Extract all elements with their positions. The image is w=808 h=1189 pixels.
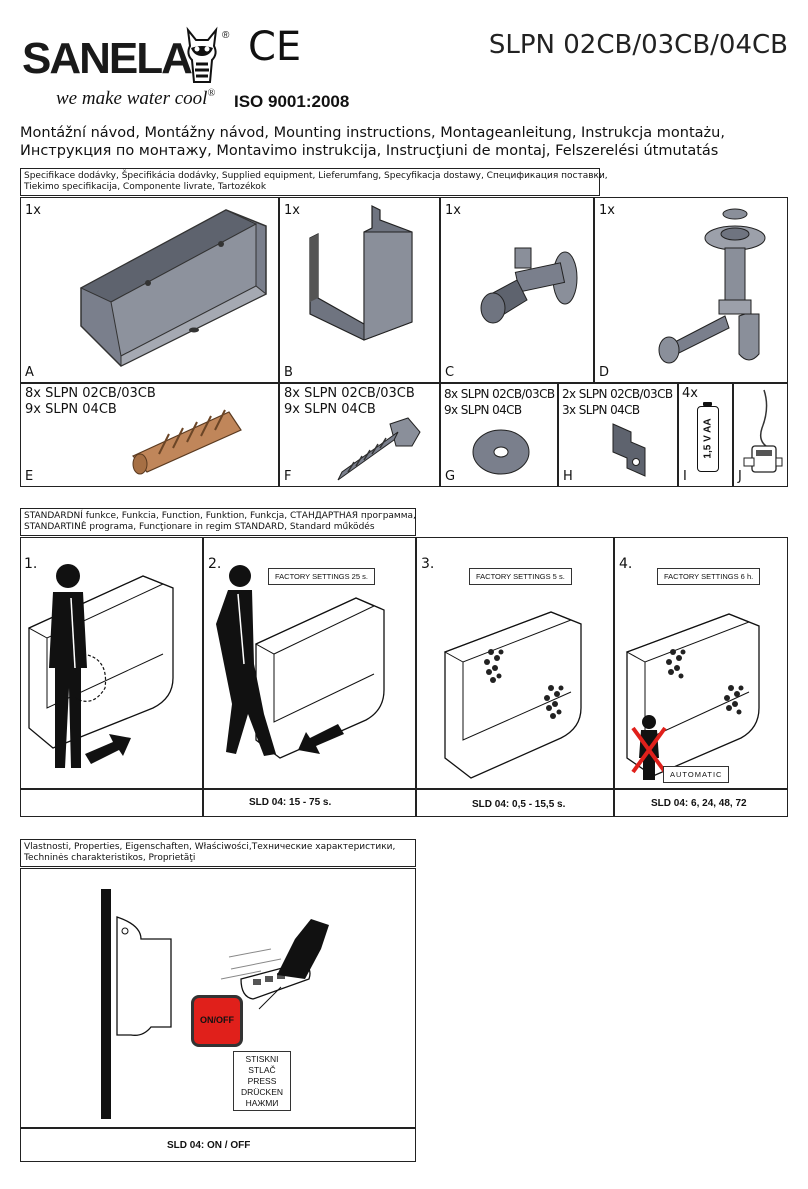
remote-control-illustration: [101, 889, 329, 1119]
ce-mark: CE: [248, 24, 302, 70]
item-g-cell: 8x SLPN 02CB/03CB 9x SLPN 04CB G: [440, 383, 558, 487]
step-2-sld-range: SLD 04: 15 - 75 s.: [249, 797, 332, 808]
standard-section-header: STANDARDNÍ funkce, Funkcia, Function, Fu…: [20, 508, 416, 536]
wall-plug-image: [132, 409, 242, 475]
sld-row-2: [203, 789, 416, 817]
factory-settings-label: FACTORY SETTINGS 5 s.: [469, 568, 572, 585]
item-h-cell: 2x SLPN 02CB/03CB 3x SLPN 04CB H: [558, 383, 678, 487]
brand-logo: SANELA ®: [22, 26, 237, 110]
step-3-sld-range: SLD 04: 0,5 - 15,5 s.: [472, 799, 566, 810]
flushing-urinal-illustration: [443, 611, 582, 779]
title-line-1: Montážní návod, Montážny návod, Mounting…: [20, 125, 725, 141]
urinal-user-illustration: [27, 564, 174, 768]
item-c-cell: 1x C: [440, 197, 594, 383]
onoff-button: ON/OFF: [191, 995, 243, 1047]
item-f-cell: 8x SLPN 02CB/03CB 9x SLPN 04CB F: [279, 383, 440, 487]
factory-settings-label: FACTORY SETTINGS 6 h.: [657, 568, 761, 585]
step-4-cell: 4. FACTORY SETTINGS 6 h. AUTOMATIC SLD 0…: [614, 537, 788, 809]
iso-certification: ISO 9001:2008: [234, 92, 350, 111]
factory-settings-label: FACTORY SETTINGS 25 s.: [268, 568, 375, 585]
automatic-label: AUTOMATIC: [663, 766, 730, 783]
tagline: we make water cool®: [56, 88, 216, 109]
step-4-sld-range: SLD 04: 6, 24, 48, 72: [651, 798, 747, 809]
item-i-cell: 4x 1,5 V AA I: [678, 383, 733, 487]
step-3-cell: 3. FACTORY SETTINGS 5 s. SLD 04: 0,5 - 1…: [416, 537, 614, 810]
brand-name: SANELA: [22, 34, 193, 83]
raccoon-icon: [186, 26, 218, 83]
screw-image: [337, 417, 421, 481]
press-instruction-box: STISKNI STLAČ PRESS DRÜCKEN НАЖМИ: [233, 1051, 291, 1111]
item-j-cell: J: [733, 383, 788, 487]
siphon-trap-image: [658, 208, 766, 364]
automatic-flush-illustration: [625, 613, 760, 780]
angle-valve-image: [480, 247, 578, 324]
washer-image: [472, 429, 530, 475]
equipment-section-header: Specifikace dodávky, Špecifikácia dodávk…: [20, 168, 608, 196]
mounting-bracket-image: [612, 423, 646, 477]
sld-row-1: [20, 789, 203, 817]
sld-row-3: [416, 789, 614, 817]
step-2-cell: 2. FACTORY SETTINGS 25 s. SLD 04: 15 - 7…: [203, 537, 416, 808]
title-line-2: Инструкция по монтажу, Montavimo instruk…: [20, 143, 719, 159]
properties-section-header: Vlastnosti, Properties, Eigenschaften, W…: [20, 839, 416, 867]
sld-row-4: [614, 789, 788, 817]
step-1-cell: 1.: [20, 537, 203, 789]
urinal-trough-image: [79, 209, 267, 367]
battery-image: 1,5 V AA: [697, 402, 719, 472]
properties-cell: ON/OFF STISKNI STLAČ PRESS DRÜCKEN НАЖМИ: [20, 868, 416, 1128]
model-number: SLPN 02CB/03CB/04CB: [488, 30, 788, 60]
sensor-module-image: [743, 389, 783, 473]
item-a-cell: 1x A: [20, 197, 279, 383]
properties-sld-row: SLD 04: ON / OFF: [20, 1128, 416, 1162]
item-e-cell: 8x SLPN 02CB/03CB 9x SLPN 04CB E: [20, 383, 279, 487]
user-walking-away-illustration: [216, 565, 385, 759]
registered-mark: ®: [222, 30, 230, 41]
item-d-cell: 1x D: [594, 197, 788, 383]
cover-plate-image: [309, 205, 413, 341]
item-b-cell: 1x B: [279, 197, 440, 383]
